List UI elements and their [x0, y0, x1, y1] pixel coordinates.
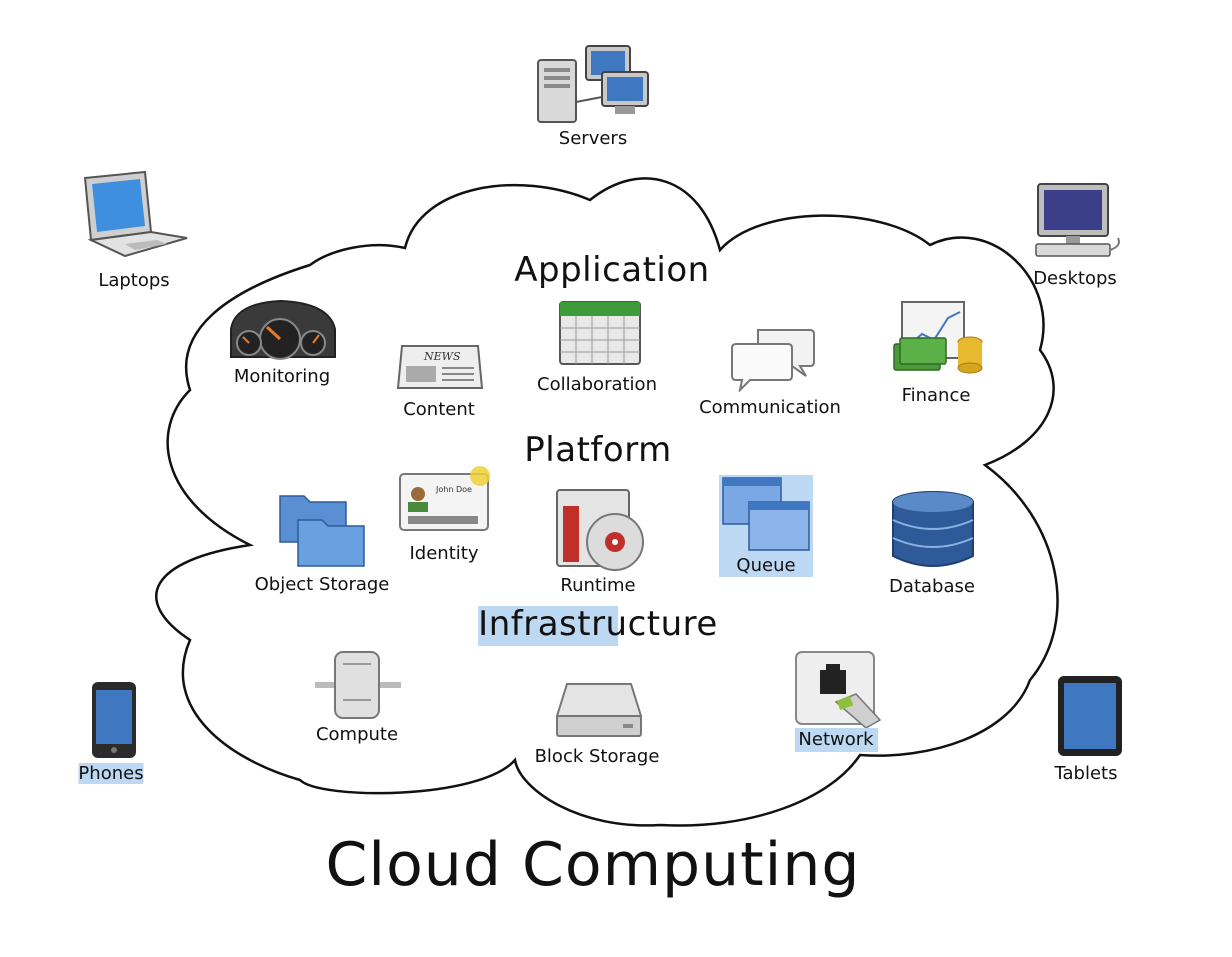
calendar-icon — [559, 301, 641, 365]
compute-label: Compute — [315, 724, 399, 745]
layer-heading-infrastructure: Infrastructure — [478, 604, 718, 646]
desktops-label: Desktops — [1033, 268, 1117, 289]
queue-label: Queue — [736, 555, 796, 576]
servers-icon — [537, 45, 649, 123]
folders-icon — [279, 495, 365, 567]
identity-label: Identity — [409, 543, 479, 564]
id-card-icon: John Doe — [399, 466, 490, 531]
diagram-title: Cloud Computing — [325, 830, 861, 900]
speedometer-icon — [230, 299, 336, 360]
database-icon — [892, 491, 974, 567]
runtime-label: Runtime — [560, 575, 636, 596]
laptop-icon — [83, 170, 188, 258]
phone-icon — [92, 682, 136, 758]
block-storage-label: Block Storage — [534, 746, 660, 767]
communication-label: Communication — [699, 397, 841, 418]
finance-chart-icon — [893, 301, 983, 374]
phones-label: Phones — [78, 763, 144, 784]
windows-queue-icon — [722, 477, 810, 551]
svg-text:John Doe: John Doe — [435, 485, 472, 494]
object-storage-label: Object Storage — [254, 574, 390, 595]
svg-text:NEWS: NEWS — [423, 350, 461, 363]
network-label: Network — [798, 729, 874, 750]
finance-label: Finance — [901, 385, 971, 406]
servers-label: Servers — [558, 128, 628, 149]
database-label: Database — [889, 576, 975, 597]
laptops-label: Laptops — [98, 270, 170, 291]
network-socket-icon — [795, 651, 882, 729]
hard-drive-icon — [555, 683, 643, 737]
collaboration-label: Collaboration — [537, 374, 657, 395]
compute-node-icon — [315, 651, 401, 719]
chat-bubbles-icon — [731, 329, 815, 392]
content-label: Content — [403, 399, 475, 420]
layer-heading-platform: Platform — [524, 430, 672, 470]
newspaper-icon: NEWS — [396, 345, 484, 389]
desktop-icon — [1035, 183, 1120, 257]
tablets-label: Tablets — [1054, 763, 1118, 784]
tablet-icon — [1058, 676, 1122, 756]
cd-package-icon — [556, 489, 644, 571]
network-label-highlight — [795, 728, 878, 752]
monitoring-label: Monitoring — [233, 366, 331, 387]
layer-heading-application: Application — [514, 250, 710, 290]
